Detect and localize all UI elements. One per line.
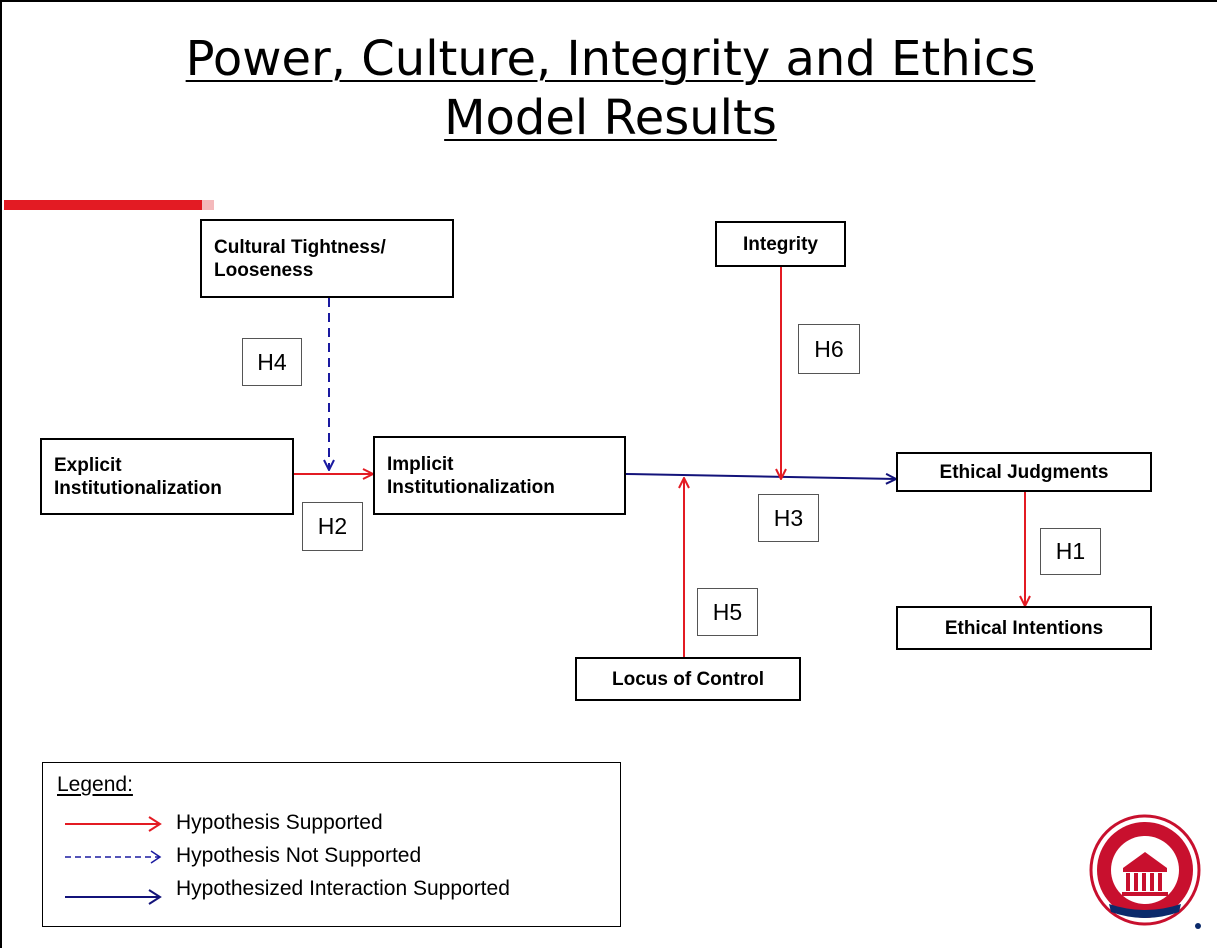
legend-item-not-supported-label: Hypothesis Not Supported <box>176 844 422 867</box>
title-line-2: Model Results <box>444 90 777 146</box>
node-implicit-institutionalization: Implicit Institutionalization <box>373 436 626 515</box>
node-locus-of-control: Locus of Control <box>575 657 801 701</box>
legend-solid-navy-arrow-icon <box>65 889 162 905</box>
slide-title: Power, Culture, Integrity and Ethics Mod… <box>2 30 1217 148</box>
node-explicit-label: Explicit Institutionalization <box>54 454 222 499</box>
accent-bar-fade <box>202 200 214 210</box>
legend-dashed-blue-arrow-icon <box>65 850 162 864</box>
legend-item-interaction-label: Hypothesized Interaction Supported <box>176 877 510 900</box>
legend-title: Legend: <box>57 773 133 796</box>
node-explicit-institutionalization: Explicit Institutionalization <box>40 438 294 515</box>
node-ethical-judgments-label: Ethical Judgments <box>939 461 1109 483</box>
node-ethical-intentions-label: Ethical Intentions <box>944 617 1104 639</box>
accent-bar <box>4 200 202 210</box>
legend-item-supported-label: Hypothesis Supported <box>176 811 383 834</box>
legend-item-supported: Hypothesis Supported <box>59 809 619 839</box>
node-ethical-intentions: Ethical Intentions <box>896 606 1152 650</box>
legend-solid-red-arrow-icon <box>65 816 162 832</box>
node-implicit-label: Implicit Institutionalization <box>387 453 555 498</box>
node-integrity-label: Integrity <box>743 233 818 255</box>
node-cultural-tightness: Cultural Tightness/ Looseness <box>200 219 454 298</box>
node-locus-of-control-label: Locus of Control <box>612 668 764 690</box>
node-cultural-tightness-label: Cultural Tightness/ Looseness <box>214 236 386 281</box>
title-line-1: Power, Culture, Integrity and Ethics <box>185 31 1036 87</box>
hypothesis-label-h5: H5 <box>697 588 758 636</box>
hypothesis-label-h1: H1 <box>1040 528 1101 575</box>
hypothesis-label-h4: H4 <box>242 338 302 386</box>
university-seal-icon <box>1089 814 1201 929</box>
legend: Legend: Hypothesis Supported Hypothesis … <box>42 762 621 927</box>
hypothesis-label-h2: H2 <box>302 502 363 551</box>
edge-h3 <box>625 474 896 479</box>
node-integrity: Integrity <box>715 221 846 267</box>
hypothesis-label-h3: H3 <box>758 494 819 542</box>
legend-item-interaction: Hypothesized Interaction Supported <box>59 875 619 905</box>
legend-item-not-supported: Hypothesis Not Supported <box>59 842 619 872</box>
hypothesis-label-h6: H6 <box>798 324 860 374</box>
node-ethical-judgments: Ethical Judgments <box>896 452 1152 492</box>
